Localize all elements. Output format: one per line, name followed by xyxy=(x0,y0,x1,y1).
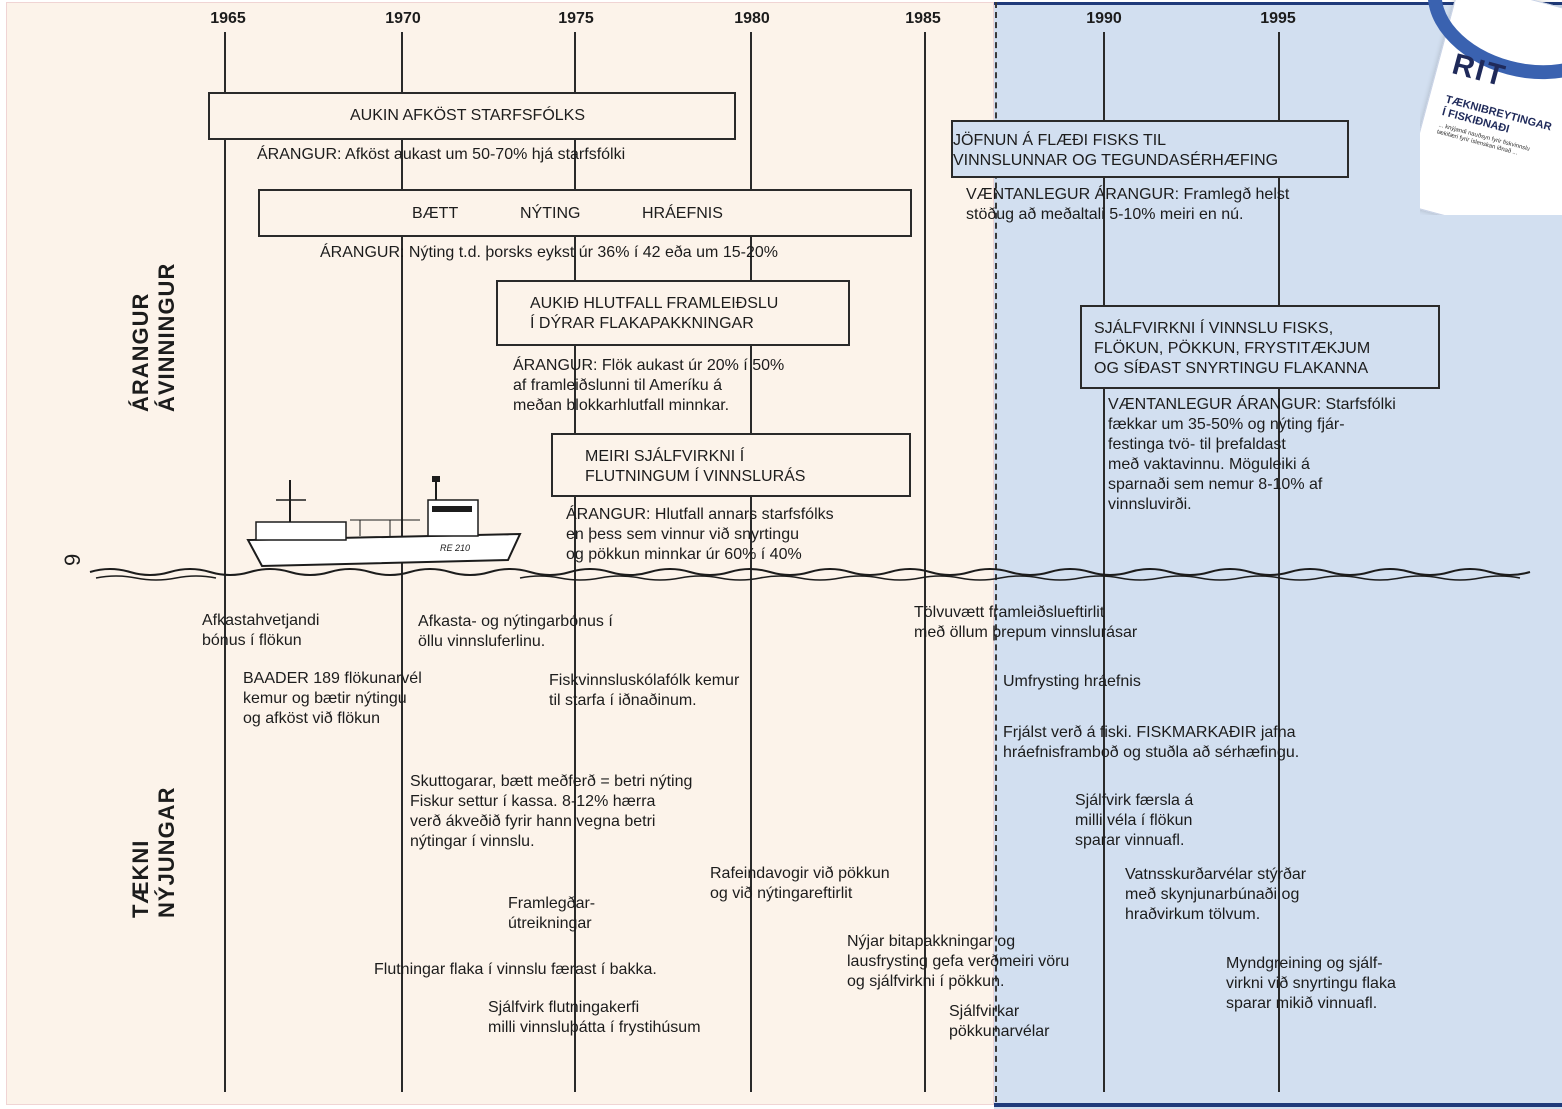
innovation-afkasta-nyting: Afkasta- og nýtingarbónus í öllu vinnslu… xyxy=(418,613,613,650)
box-sjalfvirkni: SJÁLFVIRKNI Í VINNSLU FISKS, FLÖKUN, PÖK… xyxy=(1080,305,1440,389)
year-label: 1980 xyxy=(734,10,770,27)
box-flutningum-text: MEIRI SJÁLFVIRKNI Í FLUTNINGUM Í VINNSLU… xyxy=(585,448,806,485)
innovation-skolafolk: Fiskvinnsluskólafólk kemur til starfa í … xyxy=(549,672,740,709)
result-hlutfall: ÁRANGUR: Flök aukast úr 20% í 50% af fra… xyxy=(513,357,785,414)
ship-icon xyxy=(246,476,522,568)
water-line xyxy=(89,568,1531,576)
water-line-2 xyxy=(95,575,1521,581)
box-hlutfall: AUKIÐ HLUTFALL FRAMLEIÐSLU Í DÝRAR FLAKA… xyxy=(496,280,850,346)
right-panel-bottom-border xyxy=(994,1103,1562,1107)
year-label: 1970 xyxy=(385,10,421,27)
year-label: 1965 xyxy=(210,10,246,27)
innovation-pokkunarvelar: Sjálfvirkar pökkunarvélar xyxy=(949,1003,1050,1040)
box-nyting-word: BÆTT xyxy=(412,205,459,222)
report-cover-card: RIT TÆKNIBREYTINGAR Í FISKIÐNAÐI ... kný… xyxy=(1420,0,1562,215)
result-sjalfvirkni: VÆNTANLEGUR ÁRANGUR: Starfsfólki fækkar … xyxy=(1108,396,1396,513)
innovation-bitapakkningar: Nýjar bitapakkningar og lausfrysting gef… xyxy=(847,933,1070,990)
box-afkost-text: AUKIN AFKÖST STARFSFÓLKS xyxy=(350,107,586,124)
box-afkost: AUKIN AFKÖST STARFSFÓLKS xyxy=(208,92,736,140)
innovation-vatnsskurdar: Vatnsskurðarvélar stýrðar með skynjunarb… xyxy=(1125,866,1307,923)
year-line-1990 xyxy=(1103,32,1105,1092)
year-label: 1990 xyxy=(1086,10,1122,27)
innovation-skuttogarar: Skuttogarar, bætt meðferð = betri nýting… xyxy=(410,773,693,850)
innovation-tolvuvaett: Tölvuvætt framleiðslueftirlit með öllum … xyxy=(914,604,1138,641)
box-jofnun-text: JÖFNUN Á FLÆÐI FISKS TIL VINNSLUNNAR OG … xyxy=(953,132,1279,169)
year-line-1975 xyxy=(574,32,576,1092)
innovation-rafeindavogir: Rafeindavogir við pökkun og við nýtingar… xyxy=(710,865,890,902)
box-jofnun: JÖFNUN Á FLÆÐI FISKS TIL VINNSLUNNAR OG … xyxy=(951,120,1349,178)
result-flutningum: ÁRANGUR: Hlutfall annars starfsfólks en … xyxy=(566,506,834,563)
innovation-faersla: Sjálfvirk færsla á milli véla í flökun s… xyxy=(1075,792,1194,849)
box-nyting: BÆTT NÝTING HRÁEFNIS xyxy=(258,189,912,237)
innovation-flutningar-flaka: Flutningar flaka í vinnslu færast í bakk… xyxy=(374,961,657,978)
ship-label: RE 210 xyxy=(440,543,470,553)
box-nyting-word: HRÁEFNIS xyxy=(642,205,723,222)
result-jofnun: VÆNTANLEGUR ÁRANGUR: Framlegð helst stöð… xyxy=(966,186,1290,223)
innovation-sjalfvirk-flutning: Sjálfvirk flutningakerfi milli vinnsluþá… xyxy=(488,999,701,1036)
innovation-baader: BAADER 189 flökunarvél kemur og bætir ný… xyxy=(243,670,422,727)
year-label: 1985 xyxy=(905,10,941,27)
right-panel-top-border xyxy=(994,2,1562,5)
box-sjalfvirkni-text: SJÁLFVIRKNI Í VINNSLU FISKS, FLÖKUN, PÖK… xyxy=(1094,320,1371,377)
year-label: 1995 xyxy=(1260,10,1296,27)
year-label: 1975 xyxy=(558,10,594,27)
year-line-1985 xyxy=(924,32,926,1092)
result-afkost: ÁRANGUR: Afköst aukast um 50-70% hjá sta… xyxy=(257,146,626,163)
result-nyting: ÁRANGUR: Nýting t.d. þorsks eykst úr 36%… xyxy=(320,244,778,261)
report-cover: RIT TÆKNIBREYTINGAR Í FISKIÐNAÐI ... kný… xyxy=(1420,0,1562,215)
box-nyting-word: NÝTING xyxy=(520,205,581,222)
innovation-umfrysting: Umfrysting hráefnis xyxy=(1003,673,1141,690)
box-flutningum: MEIRI SJÁLFVIRKNI Í FLUTNINGUM Í VINNSLU… xyxy=(551,433,911,497)
innovation-afkastahvetjandi: Afkastahvetjandi bónus í flökun xyxy=(202,612,320,649)
innovation-framlegdar: Framlegðar- útreikningar xyxy=(508,895,596,932)
innovation-frjalst-verd: Frjálst verð á fiski. FISKMARKAÐIR jafna… xyxy=(1003,724,1300,761)
panel-divider xyxy=(995,2,997,1102)
innovation-myndgreining: Myndgreining og sjálf- virkni við snyrti… xyxy=(1226,955,1396,1012)
year-line-1980 xyxy=(750,32,752,1092)
year-line-1965 xyxy=(224,32,226,1092)
box-hlutfall-text: AUKIÐ HLUTFALL FRAMLEIÐSLU Í DÝRAR FLAKA… xyxy=(530,295,779,332)
year-line-1995 xyxy=(1278,32,1280,1092)
